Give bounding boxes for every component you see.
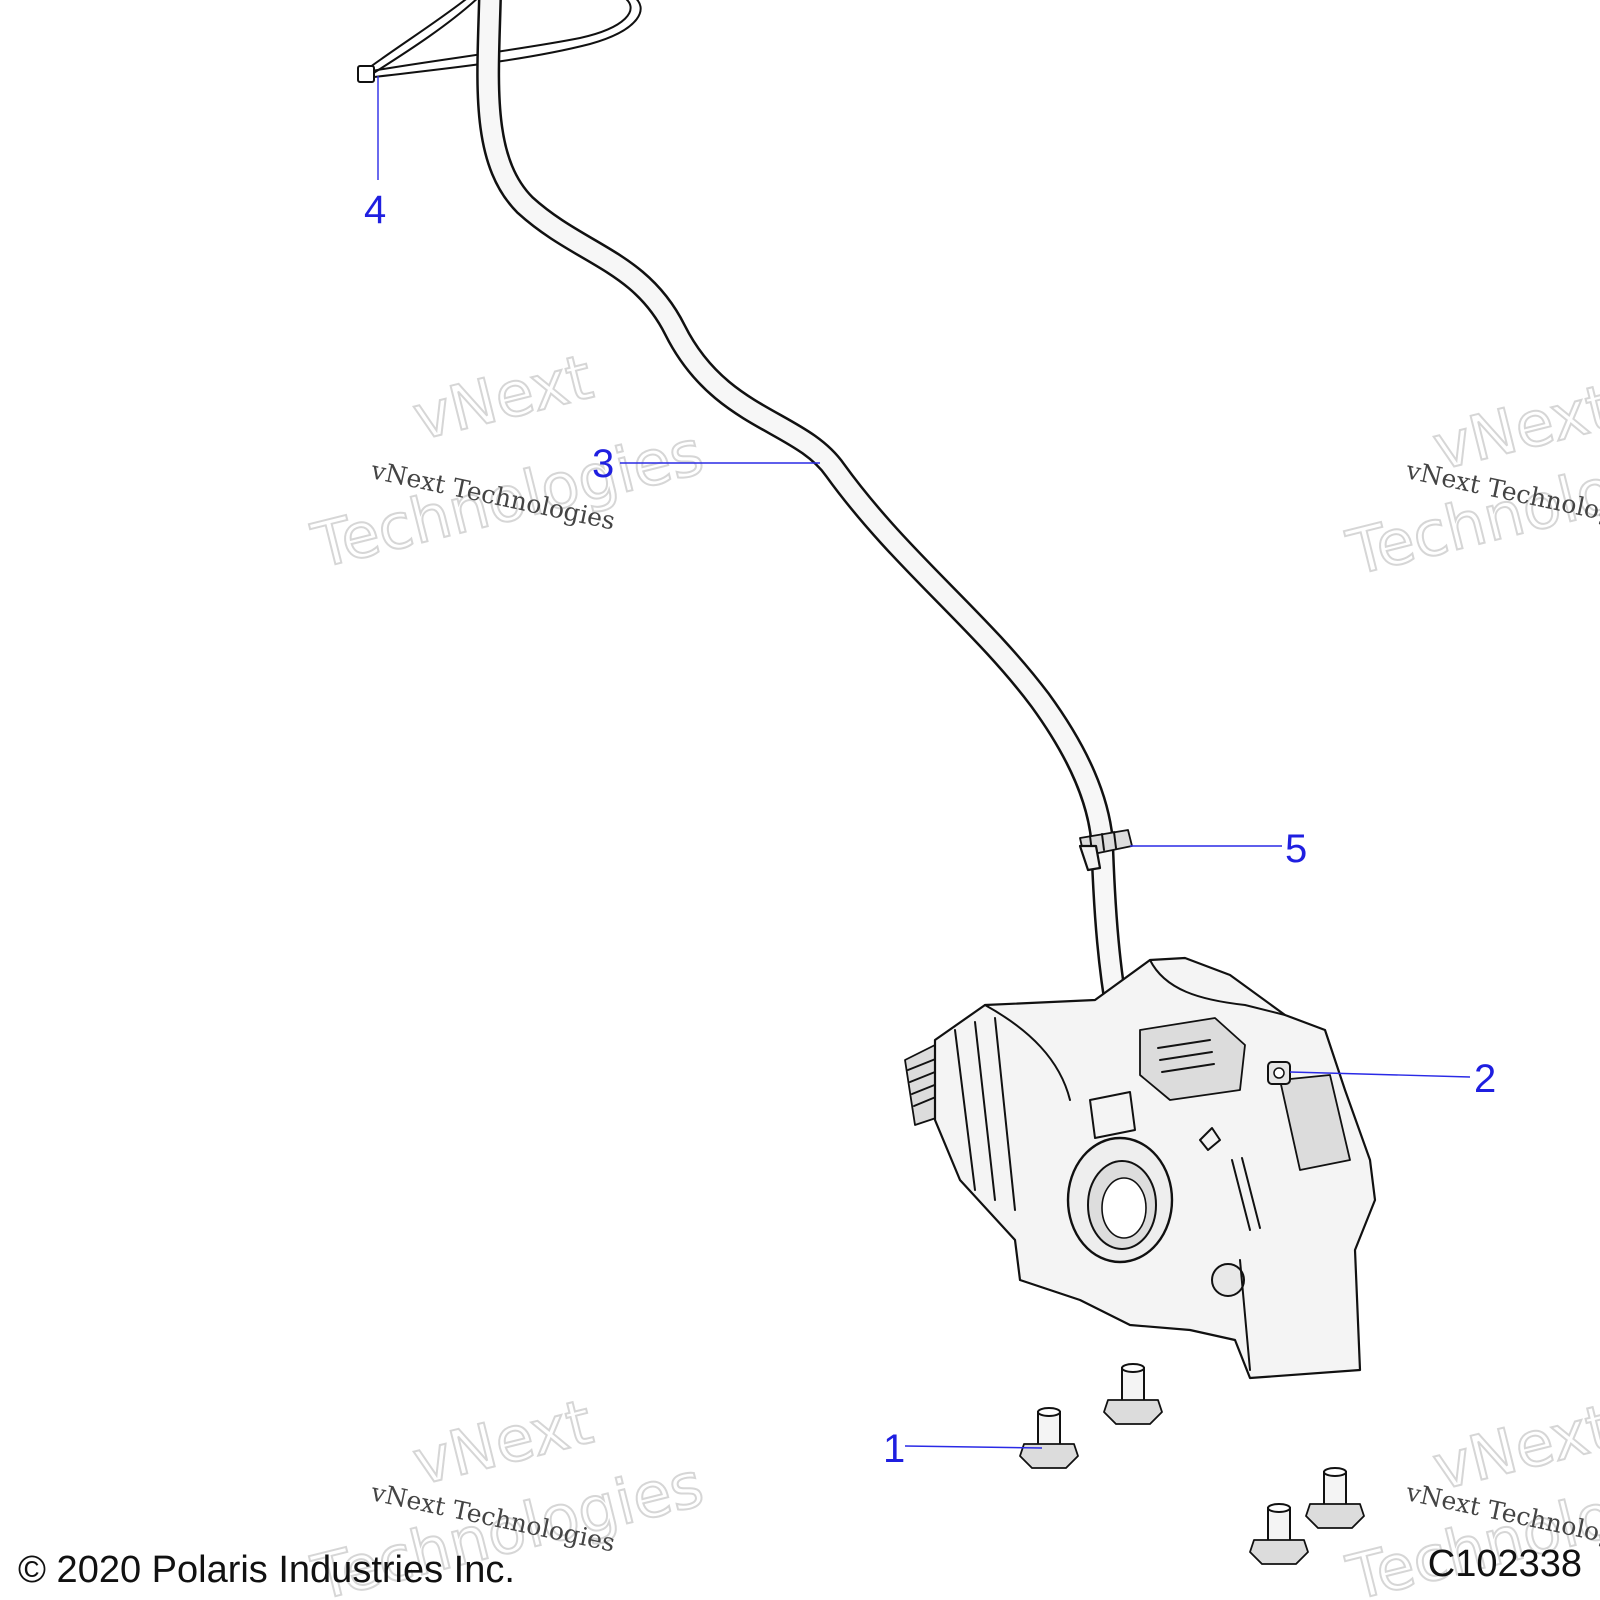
callout-2: 2 (1474, 1057, 1496, 1101)
bolt-3 (1305, 1467, 1365, 1529)
callout-1: 1 (883, 1427, 905, 1471)
callout-3: 3 (592, 442, 614, 486)
callout-4: 4 (364, 188, 386, 232)
mounting-boss (1211, 1263, 1245, 1297)
hose-clamp (1267, 1061, 1291, 1085)
bolt-1 (1103, 1363, 1163, 1425)
copyright-notice: © 2020 Polaris Industries Inc. (18, 1549, 515, 1591)
hose-clip (1078, 829, 1133, 872)
leader-line-2 (1289, 1071, 1471, 1078)
diagram-code: C102338 (1428, 1543, 1582, 1585)
leader-line-1 (904, 1445, 1043, 1449)
vent-hose (476, 0, 1289, 1091)
bolt-2 (1019, 1407, 1079, 1469)
watermark-top-left: vNext Technologies vNext Technologies (304, 339, 711, 584)
gearcase-housing (904, 956, 1377, 1380)
watermark-big-line1: vNext (406, 340, 599, 455)
bolt-4 (1249, 1503, 1309, 1565)
cable-tie-head (357, 65, 375, 83)
cable-tie-loop (357, 0, 642, 83)
callout-5: 5 (1285, 827, 1307, 871)
watermark-top-right: vNext Technologies vNext Technologies (1339, 369, 1600, 591)
